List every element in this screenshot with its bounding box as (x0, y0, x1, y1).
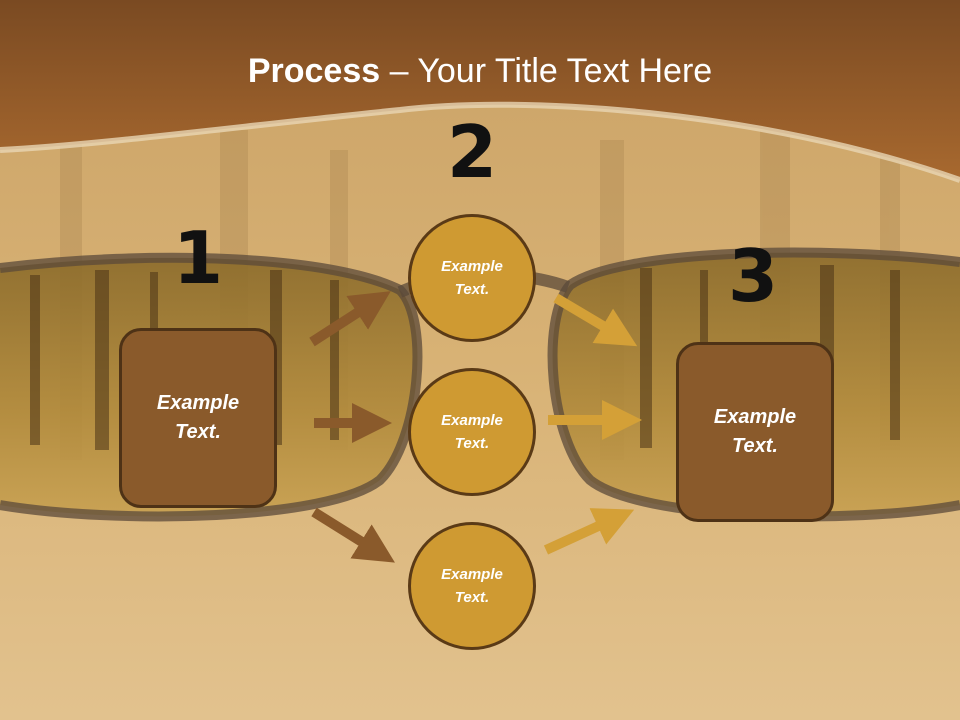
step-number-2: 2 (446, 110, 498, 194)
circle-top-label: Example Text. (441, 258, 503, 298)
circle-middle[interactable]: Example Text. (408, 368, 536, 496)
slide-title-rest: – Your Title Text Here (380, 52, 713, 90)
circle-bottom-label: Example Text. (441, 566, 503, 606)
step-number-3: 3 (727, 234, 779, 318)
slide-title-bold: Process (247, 52, 381, 90)
circle-bottom[interactable]: Example Text. (408, 522, 536, 650)
step-number-1: 1 (172, 216, 224, 300)
circle-middle-label: Example Text. (441, 412, 503, 452)
right-box-label: Example Text. (713, 406, 797, 457)
left-box[interactable]: Example Text. (119, 328, 277, 508)
slide-title: Process – Your Title Text Here (0, 52, 960, 91)
left-box-label: Example Text. (156, 392, 240, 443)
circle-top[interactable]: Example Text. (408, 214, 536, 342)
right-box[interactable]: Example Text. (676, 342, 834, 522)
